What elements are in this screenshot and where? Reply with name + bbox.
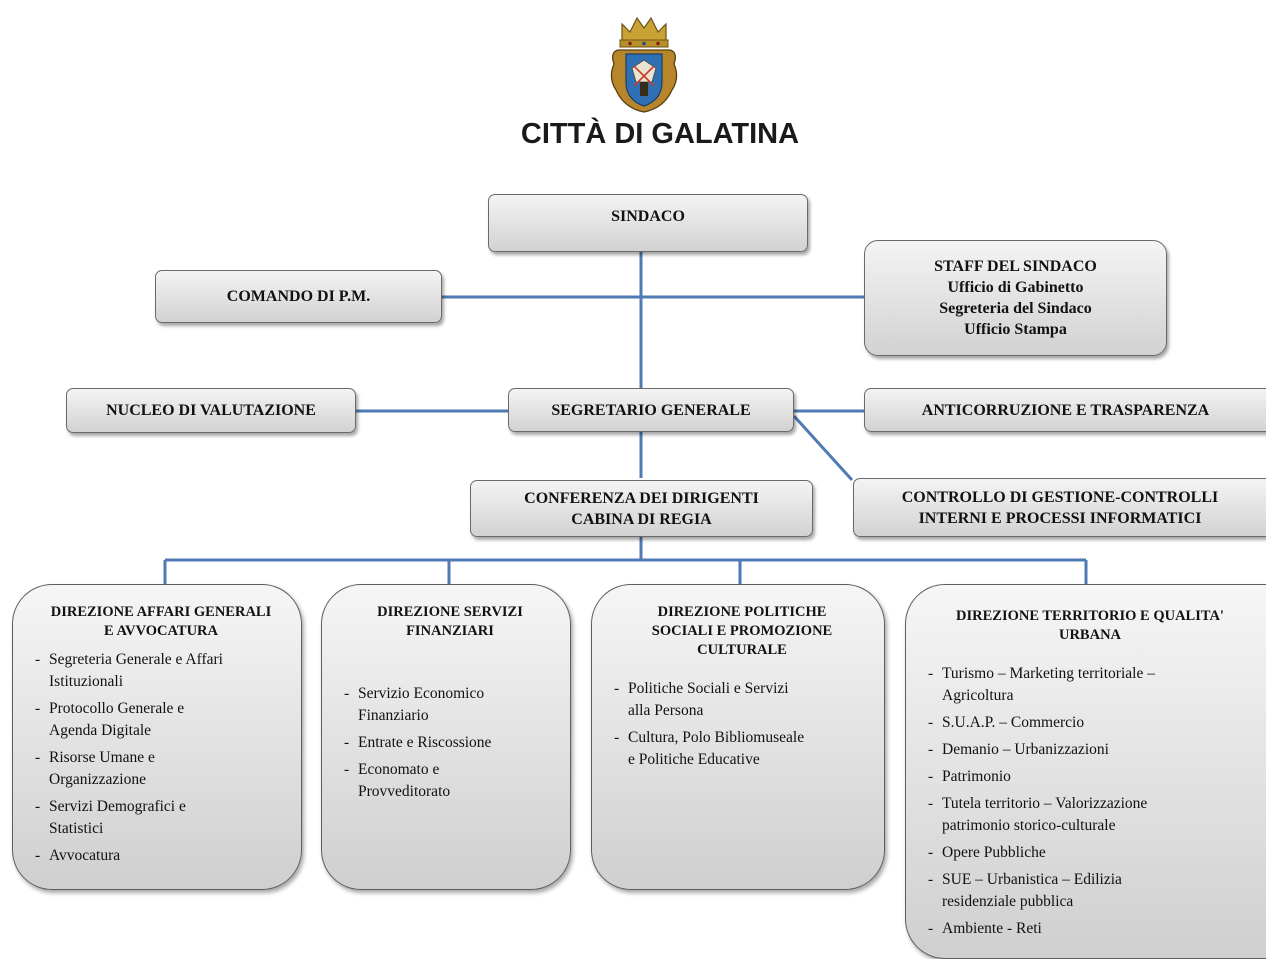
list-item-text: Finanziario xyxy=(358,707,429,724)
list-item-text: e Politiche Educative xyxy=(628,751,760,768)
list-item: Tutela territorio – Valorizzazione patrim… xyxy=(928,793,1252,837)
department-title-line: SOCIALI E PROMOZIONE xyxy=(651,623,833,639)
list-item-text: Demanio – Urbanizzazioni xyxy=(942,741,1109,758)
list-item: Cultura, Polo Bibliomuseale e Politiche E… xyxy=(614,727,870,771)
list-item: Opere Pubbliche xyxy=(928,842,1252,864)
list-item-text: Politiche Sociali e Servizi xyxy=(628,680,789,697)
list-item-text: Entrate e Riscossione xyxy=(358,734,492,751)
node-conferenza: CONFERENZA DEI DIRIGENTI CABINA DI REGIA xyxy=(470,480,813,537)
list-item-text: Istituzionali xyxy=(49,673,124,690)
list-item-text: Servizi Demografici e xyxy=(49,798,186,815)
list-item: Risorse Umane e Organizzazione xyxy=(35,747,287,791)
list-item: Entrate e Riscossione xyxy=(344,732,556,754)
list-item-text: alla Persona xyxy=(628,702,704,719)
node-anticorruzione: ANTICORRUZIONE E TRASPARENZA xyxy=(864,388,1266,432)
list-item-text: Economato e xyxy=(358,761,440,778)
list-item: SUE – Urbanistica – Edilizia residenziale… xyxy=(928,869,1252,913)
list-item-text: Agricoltura xyxy=(942,687,1014,704)
list-item: Avvocatura xyxy=(35,845,287,867)
department-politiche-sociali: DIREZIONE POLITICHE SOCIALI E PROMOZIONE… xyxy=(591,584,885,890)
connector-segretario-controllo xyxy=(792,414,854,482)
list-item: Demanio – Urbanizzazioni xyxy=(928,739,1252,761)
node-staff-title: STAFF DEL SINDACO xyxy=(934,258,1097,275)
node-staff-line: Ufficio di Gabinetto xyxy=(947,279,1084,296)
list-item: Segreteria Generale e AffariIstituzional… xyxy=(35,649,287,693)
list-item-text: Agenda Digitale xyxy=(49,722,152,739)
department-affari-generali: DIREZIONE AFFARI GENERALI E AVVOCATURA S… xyxy=(12,584,302,890)
node-controllo: CONTROLLO DI GESTIONE-CONTROLLI INTERNI … xyxy=(853,478,1266,537)
department-title: DIREZIONE POLITICHE SOCIALI E PROMOZIONE… xyxy=(614,603,870,660)
node-anticorruzione-label: ANTICORRUZIONE E TRASPARENZA xyxy=(921,401,1210,419)
node-sindaco: SINDACO xyxy=(488,194,808,252)
list-item-text: Turismo – Marketing territoriale – xyxy=(942,665,1155,682)
department-items: Turismo – Marketing territoriale – Agrico… xyxy=(928,663,1252,940)
list-item-text: Cultura, Polo Bibliomuseale xyxy=(628,729,805,746)
list-item-text: Avvocatura xyxy=(49,847,121,864)
list-item: Protocollo Generale e Agenda Digitale xyxy=(35,698,287,742)
department-title-line: CULTURALE xyxy=(697,642,787,658)
department-territorio: DIREZIONE TERRITORIO E QUALITA' URBANA T… xyxy=(905,584,1266,959)
node-segretario: SEGRETARIO GENERALE xyxy=(508,388,794,432)
node-conferenza-line: CONFERENZA DEI DIRIGENTI xyxy=(524,489,759,507)
list-item-text: Tutela territorio – Valorizzazione xyxy=(942,795,1148,812)
node-sindaco-label: SINDACO xyxy=(611,208,685,225)
list-item: Economato e Provveditorato xyxy=(344,759,556,803)
coat-of-arms-logo xyxy=(610,16,678,113)
list-item-text: Statistici xyxy=(49,820,104,837)
page-title: CITTÀ DI GALATINA xyxy=(520,118,800,150)
list-item-text: Protocollo Generale e xyxy=(49,700,185,717)
node-controllo-line: INTERNI E PROCESSI INFORMATICI xyxy=(918,509,1202,527)
list-item-text: SUE – Urbanistica – Edilizia xyxy=(942,871,1122,888)
list-item: Politiche Sociali e Servizi alla Persona xyxy=(614,678,870,722)
department-title-line: URBANA xyxy=(1058,627,1122,643)
node-segretario-label: SEGRETARIO GENERALE xyxy=(551,401,751,419)
node-comando: COMANDO DI P.M. xyxy=(155,270,442,323)
list-item-text: Patrimonio xyxy=(942,768,1011,785)
department-servizi-finanziari: DIREZIONE SERVIZI FINANZIARI Servizio Ec… xyxy=(321,584,571,890)
list-item-text: Ambiente - Reti xyxy=(942,920,1042,937)
node-staff-line: Segreteria del Sindaco xyxy=(939,300,1092,317)
list-item: S.U.A.P. – Commercio xyxy=(928,712,1252,734)
department-title-line: E AVVOCATURA xyxy=(104,623,218,639)
list-item-text: Provveditorato xyxy=(358,783,451,800)
department-items: Segreteria Generale e AffariIstituzional… xyxy=(35,649,287,867)
list-item: Servizi Demografici e Statistici xyxy=(35,796,287,840)
list-item: Turismo – Marketing territoriale – Agrico… xyxy=(928,663,1252,707)
list-item-text: Segreteria Generale e Affari xyxy=(49,651,223,668)
list-item: Ambiente - Reti xyxy=(928,918,1252,940)
department-title-line: DIREZIONE AFFARI GENERALI xyxy=(50,604,272,620)
node-conferenza-line: CABINA DI REGIA xyxy=(571,510,712,528)
department-title: DIREZIONE TERRITORIO E QUALITA' URBANA xyxy=(928,607,1252,645)
department-title-line: DIREZIONE SERVIZI xyxy=(377,604,523,620)
list-item-text: residenziale pubblica xyxy=(942,893,1074,910)
department-title: DIREZIONE SERVIZI FINANZIARI xyxy=(344,603,556,641)
list-item-text: Organizzazione xyxy=(49,771,146,788)
list-item-text: patrimonio storico-culturale xyxy=(942,817,1116,834)
node-nucleo-label: NUCLEO DI VALUTAZIONE xyxy=(106,402,316,419)
node-staff-line: Ufficio Stampa xyxy=(964,321,1067,338)
list-item: Patrimonio xyxy=(928,766,1252,788)
department-title-line: FINANZIARI xyxy=(406,623,494,639)
list-item-text: Risorse Umane e xyxy=(49,749,155,766)
department-title: DIREZIONE AFFARI GENERALI E AVVOCATURA xyxy=(35,603,287,641)
node-controllo-line: CONTROLLO DI GESTIONE-CONTROLLI xyxy=(901,488,1219,506)
list-item-text: Servizio Economico xyxy=(358,685,485,702)
node-comando-label: COMANDO DI P.M. xyxy=(226,288,371,305)
node-staff: STAFF DEL SINDACO Ufficio di Gabinetto S… xyxy=(864,240,1167,356)
node-nucleo: NUCLEO DI VALUTAZIONE xyxy=(66,388,356,433)
department-title-line: DIREZIONE POLITICHE xyxy=(657,604,827,620)
list-item-text: Opere Pubbliche xyxy=(942,844,1046,861)
department-title-line: DIREZIONE TERRITORIO E QUALITA' xyxy=(956,608,1224,624)
list-item-text: S.U.A.P. – Commercio xyxy=(942,714,1085,731)
